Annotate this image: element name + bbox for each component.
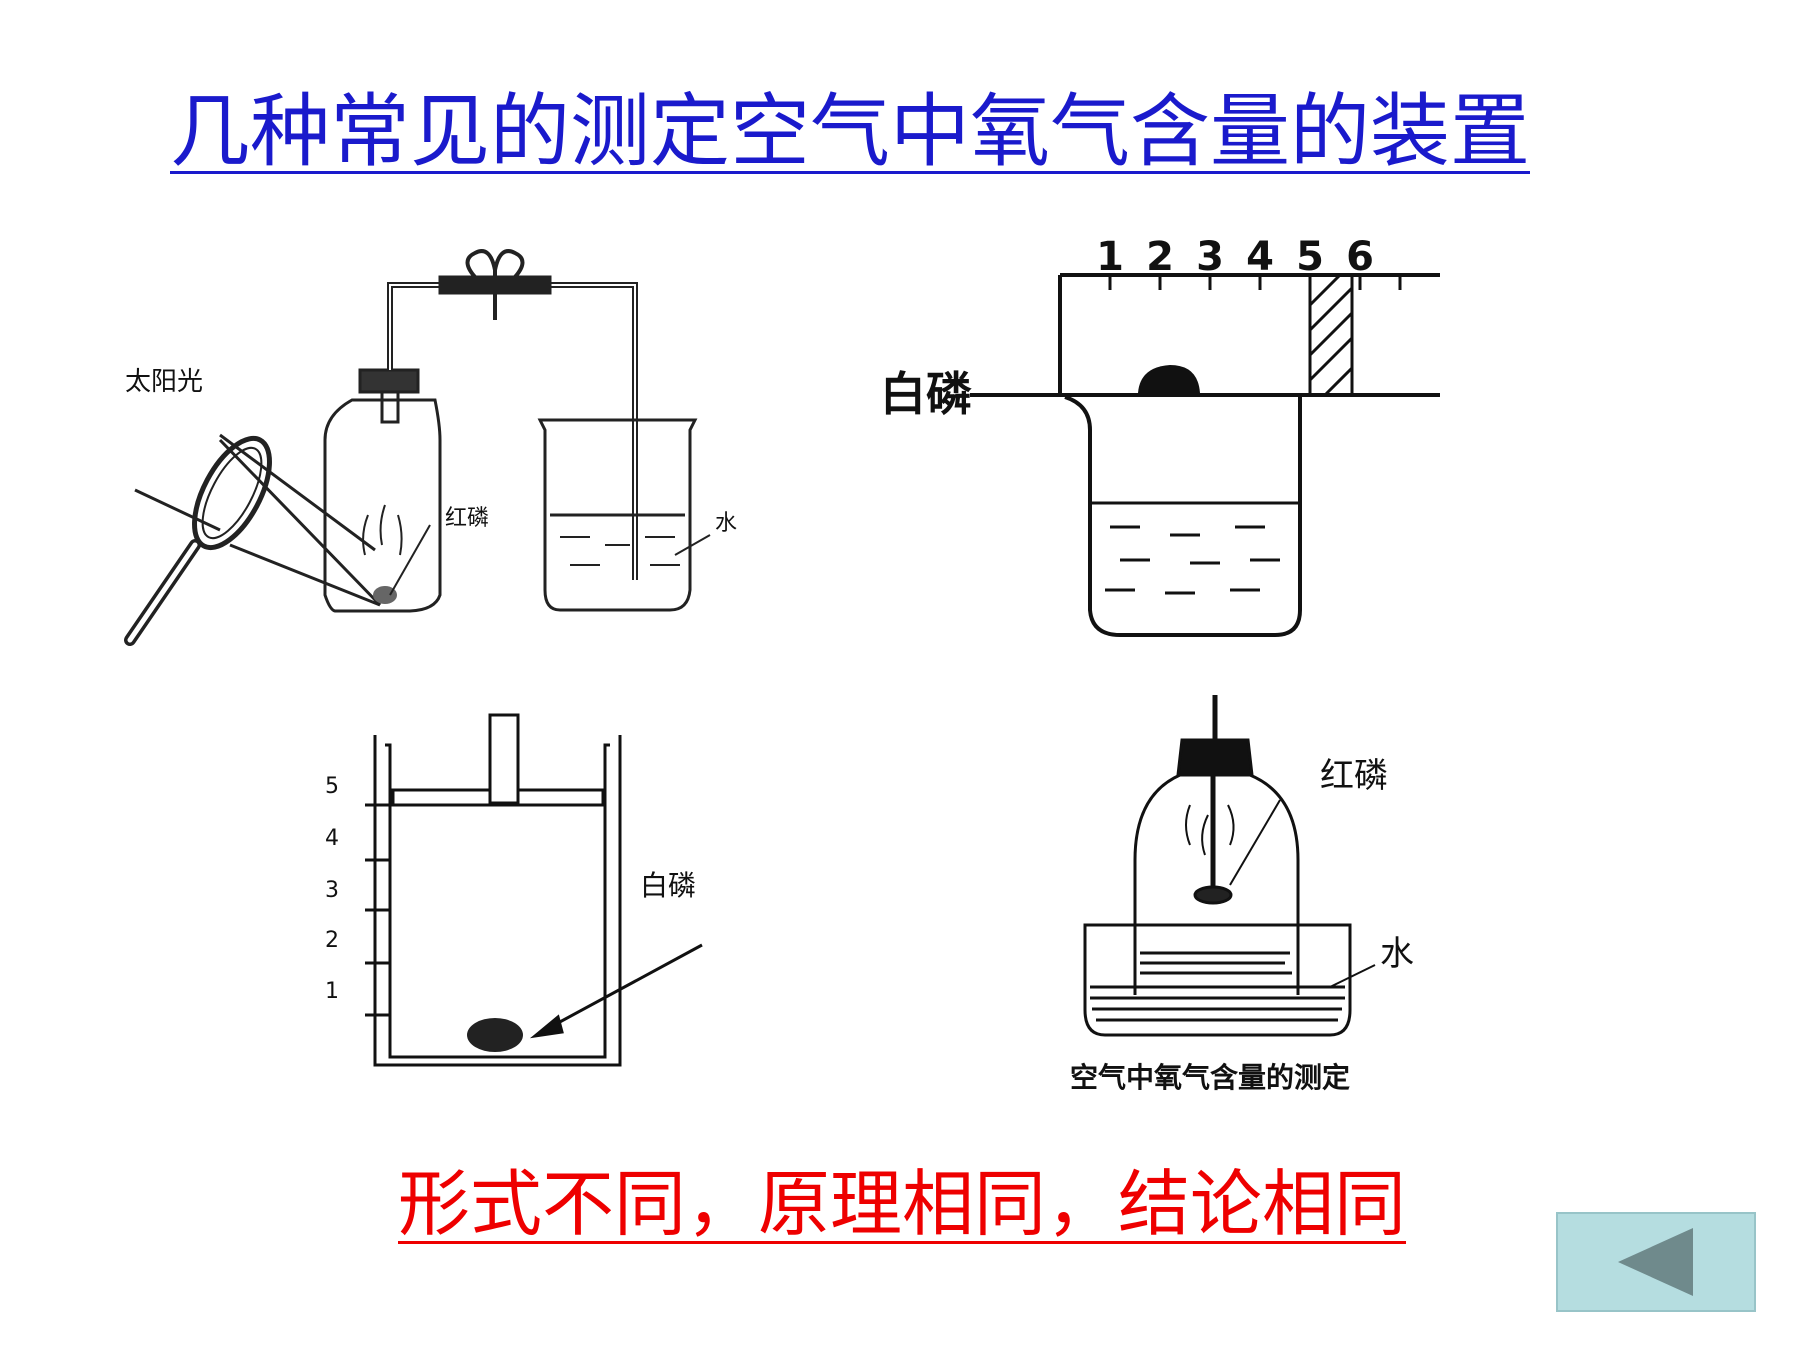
- diagram-sunlight-apparatus: 太阳光 红磷 水: [124, 249, 737, 646]
- cylinder-tick-4: 4: [325, 826, 339, 851]
- white-phosphorus-label-2: 白磷: [640, 869, 696, 902]
- page-title[interactable]: 几种常见的测定空气中氧气含量的装置: [170, 85, 1530, 178]
- scale-tick-6: 6: [1346, 234, 1374, 280]
- conclusion-text[interactable]: 形式不同，原理相同，结论相同: [398, 1162, 1407, 1246]
- diagram-tube-scale-apparatus: 1 2 3 4 5 6 白磷: [880, 234, 1440, 637]
- cylinder-tick-3: 3: [325, 878, 339, 903]
- sunlight-label: 太阳光: [125, 367, 203, 397]
- triangle-left-icon: [1618, 1228, 1693, 1296]
- scale-tick-4: 4: [1246, 234, 1274, 280]
- cylinder-tick-1: 1: [325, 979, 339, 1004]
- cylinder-tick-2: 2: [325, 928, 339, 953]
- scale-tick-5: 5: [1296, 234, 1324, 280]
- diagram-bell-jar-apparatus: 红磷 水 空气中氧气含量的测定: [1070, 695, 1414, 1094]
- white-phosphorus-label: 白磷: [880, 367, 972, 421]
- apparatus-caption: 空气中氧气含量的测定: [1070, 1061, 1350, 1094]
- scale-tick-1: 1: [1096, 234, 1124, 280]
- back-button[interactable]: [1556, 1212, 1756, 1312]
- water-label-2: 水: [1380, 934, 1414, 974]
- diagram-cylinder-apparatus: 5 4 3 2 1 白磷: [325, 713, 703, 1067]
- red-phosphorus-label-2: 红磷: [1320, 756, 1388, 796]
- cylinder-tick-5: 5: [325, 774, 339, 799]
- scale-tick-2: 2: [1146, 234, 1174, 280]
- scale-tick-3: 3: [1196, 234, 1224, 280]
- red-phosphorus-label: 红磷: [445, 506, 489, 531]
- water-label: 水: [715, 511, 737, 536]
